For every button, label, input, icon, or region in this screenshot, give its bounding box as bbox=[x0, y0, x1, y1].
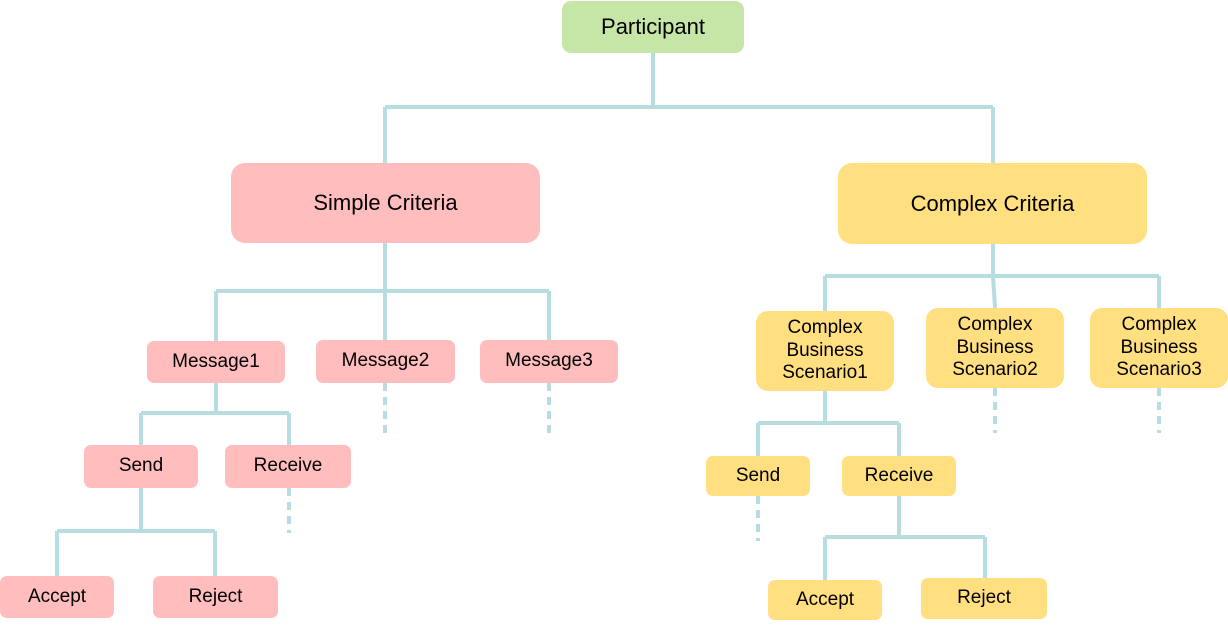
scenario2-node: Complex Business Scenario2 bbox=[926, 308, 1064, 388]
complex-reject-node: Reject bbox=[921, 578, 1047, 619]
message1-node: Message1 bbox=[147, 341, 285, 383]
complex-criteria-node: Complex Criteria bbox=[838, 163, 1147, 244]
complex-accept-node: Accept bbox=[768, 580, 882, 620]
complex-receive-node: Receive bbox=[842, 456, 956, 496]
connector-to-scenario2 bbox=[991, 275, 997, 309]
message2-node: Message2 bbox=[316, 340, 455, 383]
simple-receive-node: Receive bbox=[225, 445, 351, 488]
scenario1-node: Complex Business Scenario1 bbox=[756, 311, 894, 391]
message3-node: Message3 bbox=[480, 340, 618, 383]
participant-node: Participant bbox=[562, 1, 744, 53]
simple-reject-node: Reject bbox=[153, 576, 278, 618]
simple-send-node: Send bbox=[84, 445, 198, 488]
simple-criteria-node: Simple Criteria bbox=[231, 163, 540, 243]
simple-accept-node: Accept bbox=[0, 576, 114, 618]
scenario3-node: Complex Business Scenario3 bbox=[1090, 308, 1228, 388]
complex-send-node: Send bbox=[706, 456, 810, 496]
